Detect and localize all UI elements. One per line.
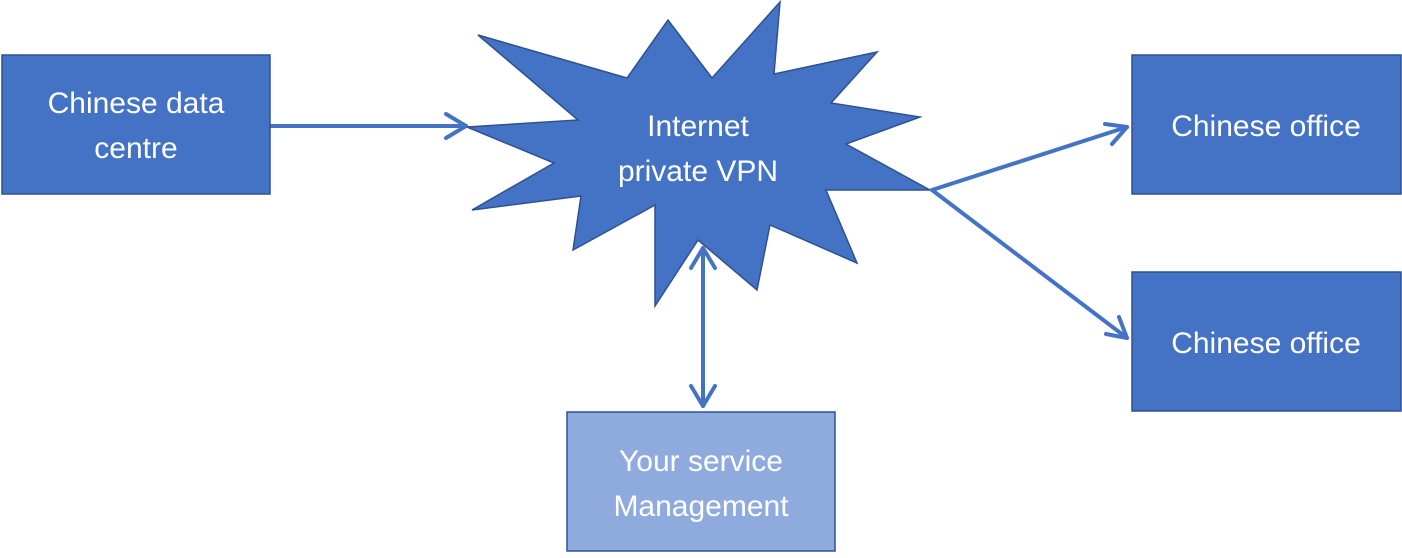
service-management-label-line1: Your service xyxy=(619,445,783,478)
arrowhead-vpn-left xyxy=(444,112,468,140)
node-office-bottom: Chinese office xyxy=(1131,271,1402,412)
data-centre-label-line2: centre xyxy=(94,132,177,165)
arrowhead-office-bottom xyxy=(1104,315,1129,340)
arrow-vpn-to-office-top xyxy=(930,125,1129,192)
arrowhead-office-top xyxy=(1103,122,1129,146)
arrow-vpn-to-office-bottom xyxy=(930,188,1129,340)
data-centre-label-line1: Chinese data xyxy=(48,87,225,120)
vpn-label-line1: Internet xyxy=(647,110,749,143)
vpn-starburst-shape xyxy=(466,0,931,309)
node-service-management: Your service Management xyxy=(566,411,836,552)
office-bottom-box xyxy=(1131,271,1402,412)
office-bottom-label: Chinese office xyxy=(1171,327,1361,360)
office-top-label: Chinese office xyxy=(1171,110,1361,143)
node-vpn: Internet private VPN xyxy=(466,0,931,309)
node-office-top: Chinese office xyxy=(1131,54,1402,195)
service-management-label-line2: Management xyxy=(613,490,789,523)
node-data-centre: Chinese data centre xyxy=(1,54,271,195)
arrowhead-vpn-up xyxy=(689,246,717,270)
office-top-box xyxy=(1131,54,1402,195)
connectors xyxy=(268,112,1129,408)
arrowhead-service-down xyxy=(689,384,717,408)
data-centre-box xyxy=(1,54,271,195)
vpn-label-line2: private VPN xyxy=(618,155,778,188)
service-management-box xyxy=(566,411,836,552)
